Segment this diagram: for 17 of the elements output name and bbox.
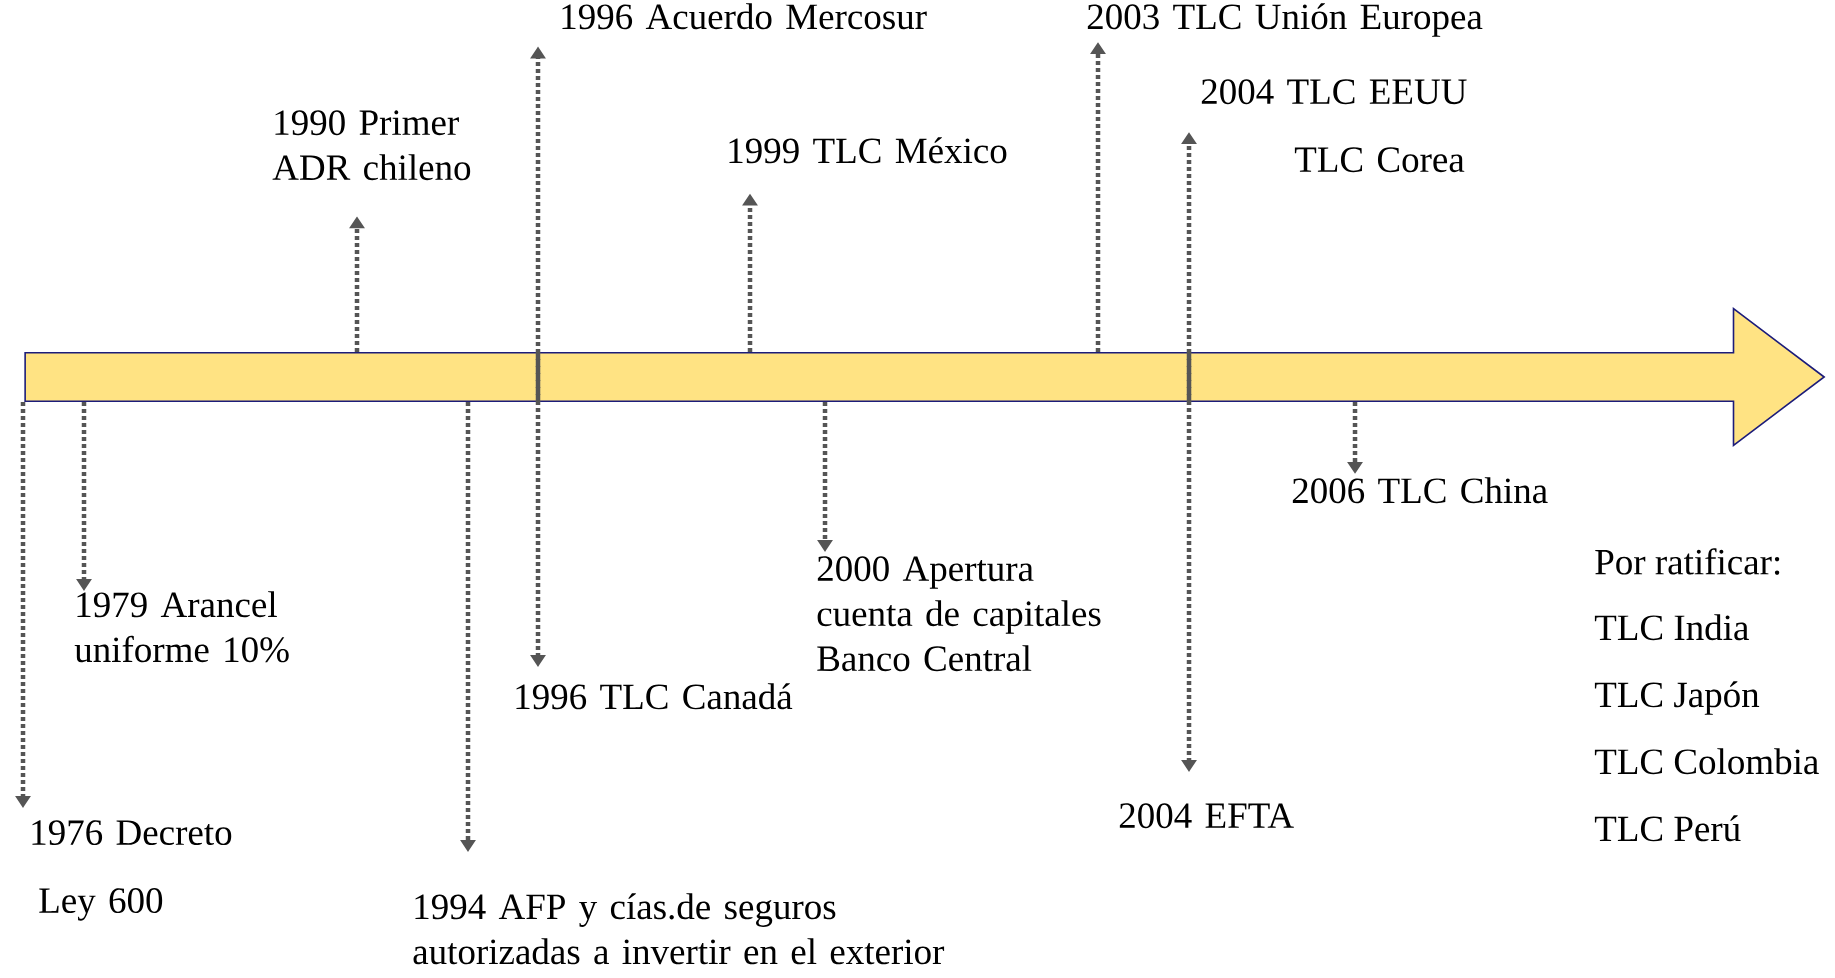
note-text: TLC Perú: [1594, 815, 1741, 842]
event-label: 2004 TLC EEUU TLC Corea: [1201, 79, 1467, 173]
event-label: 1990 Primer ADR chileno: [272, 110, 471, 181]
note-text: TLC India: [1594, 614, 1749, 641]
event-label: 2003 TLC Unión Europea: [1087, 3, 1483, 37]
event-label: 1996 Acuerdo Mercosur: [562, 3, 927, 30]
event-label: 2006 TLC China: [1292, 477, 1548, 504]
event-label: 1999 TLC México: [729, 137, 1007, 164]
event-label: 1994 AFP y cías.de seguros autorizadas a invertir en el exterior: [413, 893, 945, 965]
event-label: 1979 Arancel uniforme 10%: [74, 591, 289, 663]
event-label: 1976 Decreto Ley 600: [32, 820, 232, 921]
event-label: 2000 Apertura cuenta de capitales Banco Central: [817, 556, 1101, 672]
event-label: 1996 TLC Canadá: [516, 683, 793, 710]
event-label: 2004 EFTA: [1119, 803, 1294, 829]
note-text: TLC Colombia: [1594, 748, 1819, 775]
note-text: TLC Japón: [1594, 681, 1760, 715]
note-text: Por ratificar:: [1595, 548, 1780, 575]
